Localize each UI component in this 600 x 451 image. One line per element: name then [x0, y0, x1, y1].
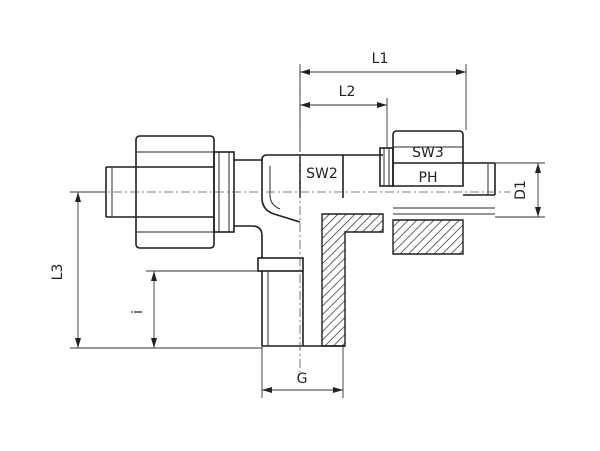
dimension-d1: D1 [495, 162, 545, 218]
left-tube-stub [105, 166, 136, 218]
label-l1: L1 [372, 51, 389, 67]
right-hex-nut [392, 130, 464, 187]
bottom-threaded-stud [257, 257, 345, 347]
label-i: i [130, 310, 146, 314]
label-sw2: SW2 [306, 166, 338, 182]
right-tube-stub [393, 162, 496, 215]
right-collar [379, 147, 394, 187]
dimension-l1: L1 [299, 51, 467, 152]
label-l3: L3 [50, 264, 66, 281]
dimension-i: i [130, 270, 258, 348]
dimension-g: G [261, 346, 344, 398]
dimension-l3: L3 [50, 191, 262, 349]
hatched-section [321, 213, 464, 347]
label-sw3: SW3 [412, 145, 444, 161]
label-g: G [297, 371, 308, 387]
label-d1: D1 [513, 180, 529, 200]
left-hex-nut [135, 135, 215, 249]
label-ph: PH [419, 170, 438, 186]
center-lines [96, 70, 510, 372]
label-l2: L2 [339, 84, 356, 100]
dimension-l2: L2 [300, 84, 388, 148]
